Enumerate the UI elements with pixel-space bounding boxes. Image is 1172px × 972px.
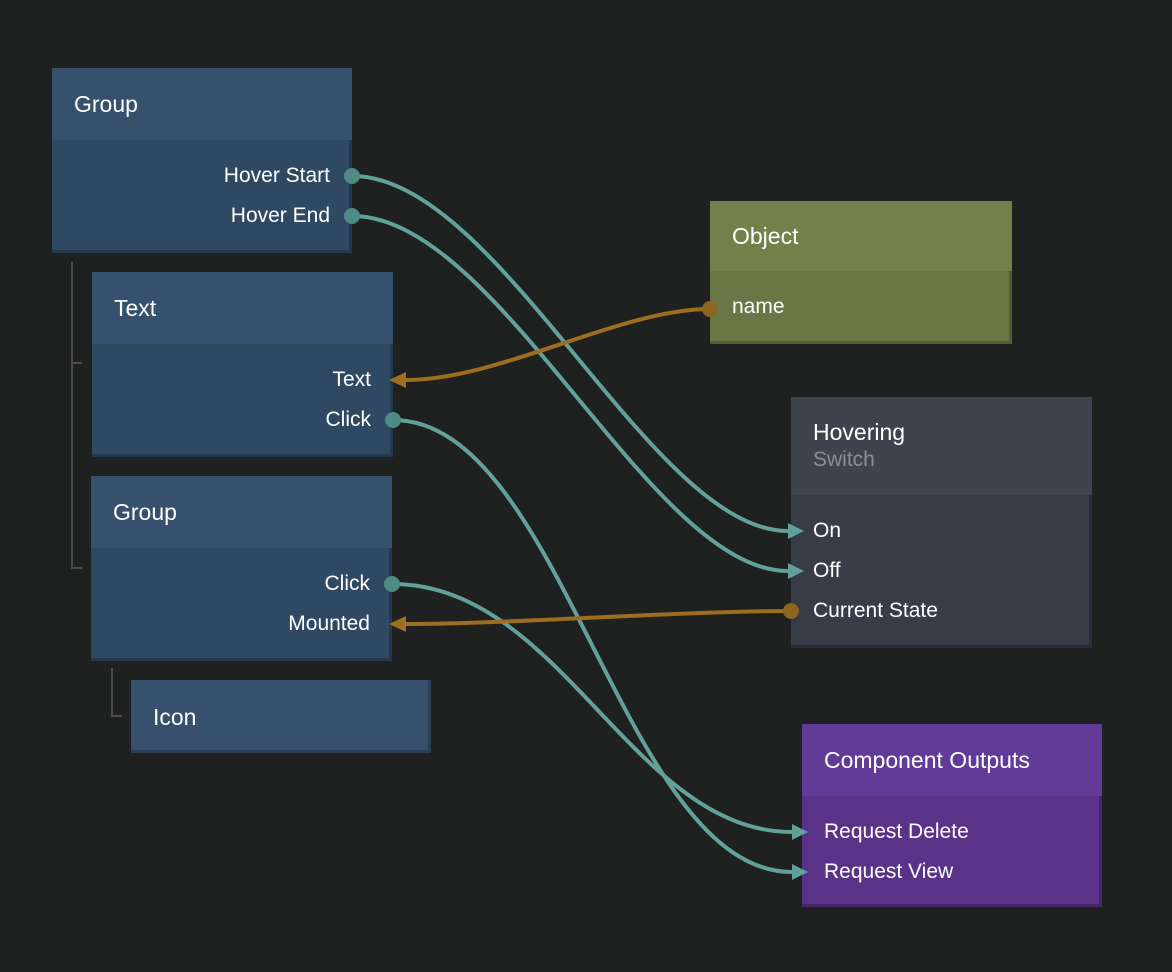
- node-group-2[interactable]: Group Click Mounted: [91, 476, 392, 661]
- port-label: On: [813, 519, 841, 543]
- port-hover-end[interactable]: Hover End: [52, 196, 352, 236]
- port-hover-start[interactable]: Hover Start: [52, 156, 352, 196]
- node-object-1-header: Object: [710, 201, 1012, 271]
- node-title: Group: [113, 498, 370, 526]
- node-component-outputs-header: Component Outputs: [802, 724, 1102, 796]
- port-request-view-input[interactable]: Request View: [802, 852, 1102, 892]
- node-icon-1-header: Icon: [131, 680, 431, 753]
- node-text-1-header: Text: [92, 272, 393, 344]
- wire-object-name-to-text[interactable]: [406, 309, 710, 380]
- port-label: Request Delete: [824, 820, 969, 844]
- tree-line-vertical-icon: [111, 668, 113, 717]
- port-label: Mounted: [288, 612, 370, 636]
- wire-current-state-to-mounted[interactable]: [406, 611, 791, 624]
- port-label: Current State: [813, 599, 938, 623]
- node-group-2-header: Group: [91, 476, 392, 548]
- node-title: Object: [732, 222, 990, 250]
- wire-text-click-to-request-view[interactable]: [393, 420, 792, 872]
- port-off-input[interactable]: Off: [791, 551, 1092, 591]
- node-subtitle: Switch: [813, 446, 1070, 474]
- tree-tick-group-node: [71, 567, 82, 569]
- node-title: Component Outputs: [824, 746, 1080, 774]
- port-on-input[interactable]: On: [791, 511, 1092, 551]
- node-title: Icon: [153, 703, 409, 731]
- wire-group-click-to-request-delete[interactable]: [392, 584, 792, 832]
- tree-tick-icon-node: [111, 715, 122, 717]
- tree-tick-text-node: [71, 362, 82, 364]
- port-mounted-input[interactable]: Mounted: [91, 604, 392, 644]
- port-label: Off: [813, 559, 841, 583]
- node-icon-1[interactable]: Icon: [131, 680, 431, 753]
- node-text-1[interactable]: Text Text Click: [92, 272, 393, 457]
- node-hovering-1-header: Hovering Switch: [791, 397, 1092, 495]
- port-current-state-output[interactable]: Current State: [791, 591, 1092, 631]
- port-label: Click: [326, 408, 372, 432]
- port-label: Text: [332, 368, 371, 392]
- port-label: Hover Start: [224, 164, 330, 188]
- port-label: Request View: [824, 860, 953, 884]
- node-hovering-1[interactable]: Hovering Switch On Off Current State: [791, 397, 1092, 648]
- node-title: Hovering: [813, 418, 1070, 446]
- port-text-input[interactable]: Text: [92, 360, 393, 400]
- port-label: name: [732, 295, 785, 319]
- node-object-1[interactable]: Object name: [710, 201, 1012, 344]
- node-title: Group: [74, 90, 330, 118]
- port-label: Click: [325, 572, 371, 596]
- port-label: Hover End: [231, 204, 330, 228]
- node-component-outputs[interactable]: Component Outputs Request Delete Request…: [802, 724, 1102, 907]
- node-group-1[interactable]: Group Hover Start Hover End: [52, 68, 352, 253]
- port-request-delete-input[interactable]: Request Delete: [802, 812, 1102, 852]
- port-click-output[interactable]: Click: [91, 564, 392, 604]
- node-title: Text: [114, 294, 371, 322]
- node-group-1-header: Group: [52, 68, 352, 140]
- port-name-output[interactable]: name: [710, 287, 1012, 327]
- tree-line-vertical: [71, 262, 73, 569]
- port-click-output[interactable]: Click: [92, 400, 393, 440]
